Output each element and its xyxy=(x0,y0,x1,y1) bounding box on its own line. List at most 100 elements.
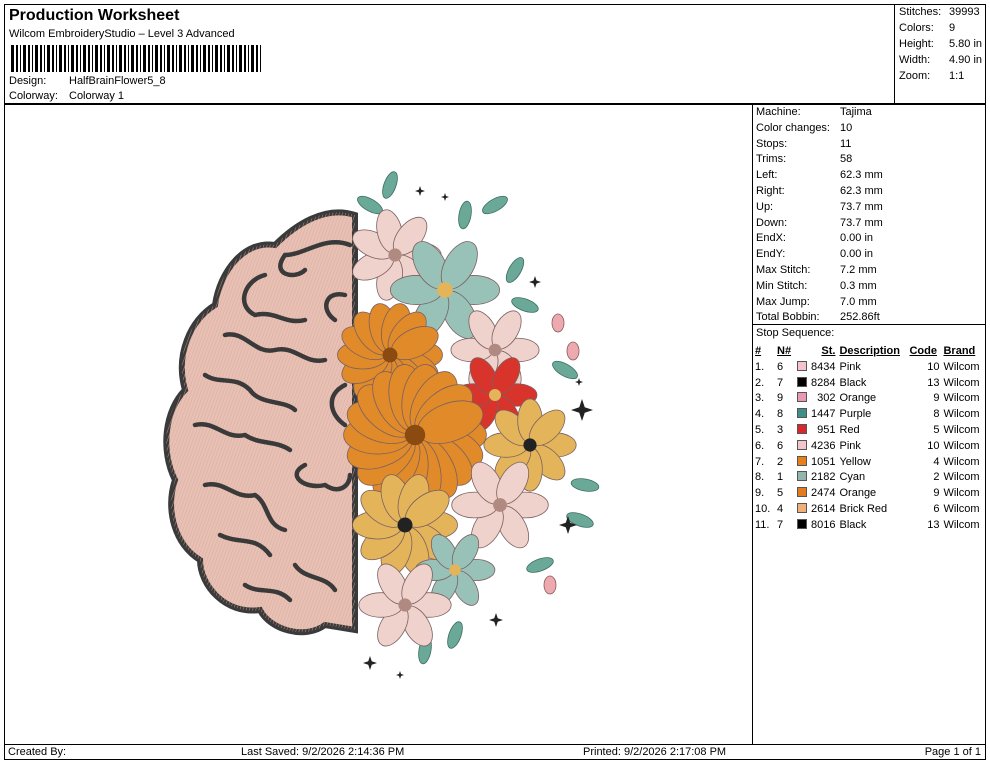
thread-brand: Wilcom xyxy=(943,518,980,531)
machine-row: Right: 62.3 mm xyxy=(756,185,883,197)
worksheet-footer: Created By: Last Saved: 9/2/2026 2:14:36… xyxy=(4,744,986,760)
colorway-label: Colorway: xyxy=(9,90,58,102)
col-stitches: St. xyxy=(821,345,836,357)
worksheet-header: Production Worksheet Wilcom EmbroiderySt… xyxy=(4,4,895,104)
needle-number: 7 xyxy=(777,376,784,389)
thread-description: Orange xyxy=(839,487,877,500)
color-swatch xyxy=(797,485,811,501)
stitch-count: 951 xyxy=(817,424,836,437)
needle-number: 2 xyxy=(777,455,784,468)
machine-label: Stops: xyxy=(756,137,788,150)
machine-row: Machine:Tajima xyxy=(756,106,872,118)
thread-code: 2 xyxy=(933,471,940,484)
machine-value: 7.2 mm xyxy=(840,264,877,276)
thread-brand: Wilcom xyxy=(943,503,980,516)
flower-bouquet xyxy=(337,171,600,679)
needle-number: 5 xyxy=(777,487,784,500)
color-swatch xyxy=(797,359,811,375)
thread-code: 9 xyxy=(933,392,940,405)
summary-row: Zoom:1:1 xyxy=(899,70,965,82)
thread-brand: Wilcom xyxy=(943,360,980,373)
software-name: Wilcom EmbroideryStudio – Level 3 Advanc… xyxy=(9,28,235,40)
thread-brand: Wilcom xyxy=(943,487,980,500)
stitch-count: 2474 xyxy=(811,487,836,500)
machine-value: 73.7 mm xyxy=(840,216,883,229)
stitch-count: 2614 xyxy=(811,503,836,516)
stop-index: 9. xyxy=(755,487,765,500)
thread-code: 9 xyxy=(933,487,940,500)
machine-value: 0.3 mm xyxy=(840,279,877,292)
machine-label: Down: xyxy=(756,216,788,229)
thread-code: 5 xyxy=(933,424,940,437)
machine-value: 0.00 in xyxy=(840,232,874,245)
thread-code: 13 xyxy=(927,376,940,389)
thread-description: Yellow xyxy=(839,455,871,468)
stop-index: 2. xyxy=(755,376,765,389)
stop-index: 3. xyxy=(755,392,765,405)
machine-label: EndY: xyxy=(756,248,786,261)
stitch-count: 1051 xyxy=(811,455,836,468)
color-swatch xyxy=(797,438,811,454)
needle-number: 3 xyxy=(777,424,784,437)
machine-label: Total Bobbin: xyxy=(756,311,820,324)
machine-value: 62.3 mm xyxy=(840,185,883,197)
thread-description: Orange xyxy=(839,392,877,405)
color-swatch xyxy=(797,422,811,438)
machine-row: Down: 73.7 mm xyxy=(756,217,883,229)
machine-value: 11 xyxy=(840,137,852,150)
color-swatch xyxy=(797,470,811,486)
barcode-icon xyxy=(11,45,261,72)
stitch-count: 8016 xyxy=(811,518,836,531)
stop-index: 6. xyxy=(755,439,765,452)
colorway-row: Colorway:Colorway 1 xyxy=(9,90,124,102)
thread-brand: Wilcom xyxy=(943,408,980,421)
machine-label: Right: xyxy=(756,185,785,197)
col-index: # xyxy=(755,345,762,357)
machine-row: Min Stitch:0.3 mm xyxy=(756,280,877,292)
machine-row: EndX:0.00 in xyxy=(756,232,873,244)
stop-index: 7. xyxy=(755,455,765,468)
design-label: Design: xyxy=(9,75,47,87)
page-title: Production Worksheet xyxy=(9,7,180,24)
color-swatch xyxy=(797,406,811,422)
machine-row: Max Stitch: 7.2 mm xyxy=(756,264,877,276)
color-swatch xyxy=(797,501,811,517)
thread-code: 10 xyxy=(927,439,940,452)
machine-label: Max Stitch: xyxy=(756,264,811,276)
stop-index: 1. xyxy=(755,360,765,373)
thread-brand: Wilcom xyxy=(943,392,980,405)
last-saved: Last Saved: 9/2/2026 2:14:36 PM xyxy=(241,746,405,758)
thread-brand: Wilcom xyxy=(943,455,980,468)
machine-row: Up:73.7 mm xyxy=(756,201,883,213)
summary-row: Stitches:39993 xyxy=(899,6,980,18)
needle-number: 9 xyxy=(777,392,784,405)
half-brain-flower-embroidery-icon xyxy=(163,171,600,679)
thread-description: Red xyxy=(839,424,860,437)
summary-row: Colors:9 xyxy=(899,22,956,34)
stop-index: 5. xyxy=(755,424,765,437)
machine-row: Trims:58 xyxy=(756,153,852,165)
machine-label: Machine: xyxy=(756,106,801,118)
col-description: Description xyxy=(839,345,900,357)
stop-index: 8. xyxy=(755,471,765,484)
col-code: Code xyxy=(909,345,937,357)
design-preview xyxy=(4,104,753,745)
thread-code: 4 xyxy=(933,455,940,468)
design-summary: Stitches:39993 Colors:9 Height:5.80 in W… xyxy=(894,4,986,104)
stitch-count: 4236 xyxy=(811,439,836,452)
stitch-count: 302 xyxy=(817,392,836,405)
summary-row: Width:4.90 in xyxy=(899,54,983,66)
stop-sequence-title: Stop Sequence: xyxy=(756,327,835,339)
thread-description: Black xyxy=(839,518,867,531)
thread-code: 8 xyxy=(933,408,940,421)
stitch-count: 1447 xyxy=(811,408,836,421)
thread-brand: Wilcom xyxy=(943,376,980,389)
needle-number: 1 xyxy=(777,471,784,484)
